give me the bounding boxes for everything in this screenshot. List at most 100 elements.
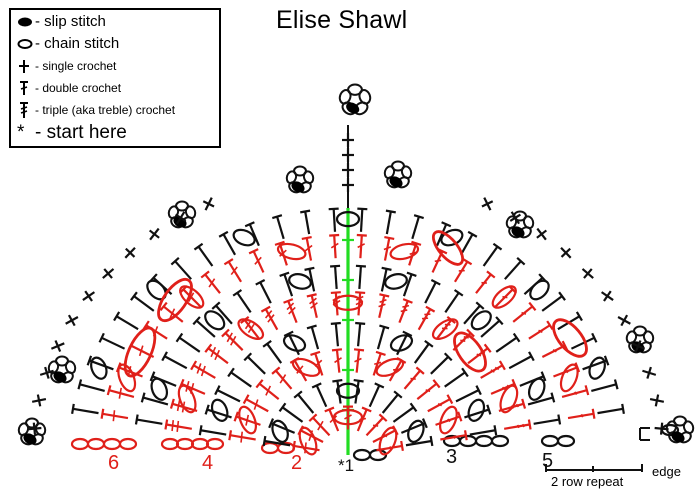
stitch-post bbox=[444, 292, 460, 314]
stitch-top-bar bbox=[540, 371, 547, 382]
stitch-top-bar bbox=[446, 394, 454, 405]
stitch-top-bar bbox=[175, 332, 184, 343]
chain-stitch bbox=[335, 211, 361, 228]
stitch-top-bar bbox=[355, 291, 366, 295]
stitch-cross-bar bbox=[521, 311, 527, 315]
stitch-top-bar bbox=[311, 382, 322, 389]
stitch-post bbox=[88, 359, 114, 371]
stitch-top-bar bbox=[293, 390, 303, 399]
stitch-top-bar bbox=[498, 360, 506, 371]
single-crochet bbox=[202, 200, 215, 208]
stitch-cross-bar bbox=[196, 363, 202, 374]
slip-stitch bbox=[389, 176, 403, 188]
stitch-post bbox=[359, 235, 363, 259]
stitch-post bbox=[332, 208, 337, 232]
stitch-top-bar bbox=[466, 328, 475, 338]
stitch-top-bar bbox=[304, 266, 315, 271]
stitch-cross-bar bbox=[138, 345, 144, 357]
stitch-cross-bar bbox=[502, 295, 508, 299]
stitch-top-bar bbox=[271, 214, 283, 220]
stitch-cross-bar bbox=[425, 389, 431, 393]
stitch-cross-bar bbox=[187, 292, 195, 303]
stitch-cross-bar bbox=[200, 365, 206, 377]
stitch-post bbox=[162, 305, 184, 323]
stitch-post bbox=[287, 300, 298, 323]
stitch-post bbox=[570, 336, 595, 350]
stitch-top-bar bbox=[406, 271, 417, 277]
chain-stitch bbox=[117, 363, 137, 393]
stitch-post bbox=[310, 326, 320, 350]
legend-row-slip-stitch: - slip stitch bbox=[17, 13, 106, 30]
slip-stitch bbox=[671, 431, 685, 443]
stitch-post bbox=[424, 281, 437, 304]
chain-stitch bbox=[47, 360, 60, 375]
stitch-top-bar bbox=[330, 291, 341, 295]
stitch-post bbox=[480, 319, 501, 338]
stitch-cross-bar bbox=[230, 335, 237, 346]
stitch-top-bar bbox=[409, 402, 418, 413]
stitch-post bbox=[444, 371, 466, 388]
stitch-top-bar bbox=[486, 404, 492, 415]
stitch-post bbox=[133, 295, 155, 312]
stitch-post bbox=[333, 235, 337, 259]
chain-stitch bbox=[175, 437, 195, 451]
stitch-top-bar bbox=[278, 402, 287, 413]
stitch-cross-bar bbox=[580, 413, 584, 418]
stitch-top-bar bbox=[204, 343, 213, 353]
stitch-post bbox=[355, 349, 361, 373]
chain-stitch bbox=[285, 170, 298, 185]
stitch-top-bar bbox=[353, 348, 365, 352]
stitch-top-bar bbox=[591, 332, 598, 343]
stitch-post bbox=[567, 412, 594, 420]
stitch-top-bar bbox=[306, 324, 317, 330]
stitch-post bbox=[358, 266, 363, 290]
slip-stitch-icon bbox=[17, 14, 35, 30]
stitch-cross-bar bbox=[118, 387, 122, 399]
stitch-cross-bar bbox=[265, 385, 272, 396]
stitch-post bbox=[314, 353, 324, 376]
stitch-post bbox=[278, 243, 288, 266]
diagram-title: Elise Shawl bbox=[276, 6, 408, 34]
chain-stitch bbox=[237, 318, 265, 340]
stitch-post bbox=[541, 344, 566, 358]
stitch-cross-bar bbox=[176, 420, 180, 432]
single-crochet bbox=[583, 268, 593, 279]
chain-stitch bbox=[123, 326, 157, 378]
stitch-cross-bar bbox=[247, 323, 255, 334]
stitch-legend: - slip stitch - chain stitch - single cr… bbox=[9, 8, 221, 148]
stitch-post bbox=[328, 409, 340, 432]
chain-stitch-icon bbox=[17, 36, 35, 52]
single-crochet bbox=[536, 229, 548, 239]
stitch-cross-bar bbox=[424, 313, 431, 316]
legend-row-chain-stitch: - chain stitch bbox=[17, 35, 119, 52]
stitch-cross-bar bbox=[279, 374, 287, 384]
single-crochet bbox=[654, 394, 660, 407]
stitch-top-bar bbox=[310, 350, 321, 356]
stitch-top-bar bbox=[527, 419, 532, 430]
stitch-post bbox=[266, 343, 283, 364]
stitch-top-bar bbox=[255, 279, 266, 286]
chain-stitch bbox=[90, 356, 108, 380]
chain-stitch bbox=[160, 437, 180, 451]
row-label-2: 2 bbox=[291, 452, 303, 474]
stitch-post bbox=[258, 382, 280, 400]
stitch-post bbox=[417, 308, 432, 331]
stitch-cross-bar bbox=[357, 243, 366, 249]
stitch-top-bar bbox=[463, 430, 468, 441]
stitch-post bbox=[193, 364, 216, 379]
stitch-cross-bar bbox=[267, 314, 275, 323]
stitch-top-bar bbox=[415, 366, 425, 375]
chain-stitch bbox=[458, 434, 478, 448]
stitch-cross-bar bbox=[171, 420, 175, 432]
stitch-post bbox=[246, 356, 266, 375]
stitch-post bbox=[79, 383, 105, 392]
single-crochet bbox=[646, 366, 652, 379]
stitch-post bbox=[245, 398, 269, 413]
stitch-post bbox=[368, 385, 381, 408]
chain-stitch bbox=[665, 420, 678, 435]
stitch-post bbox=[178, 336, 201, 353]
stitch-top-bar bbox=[86, 355, 93, 366]
stitch-top-bar bbox=[271, 366, 281, 375]
stitch-post bbox=[310, 295, 318, 319]
stitch-post bbox=[166, 423, 192, 430]
